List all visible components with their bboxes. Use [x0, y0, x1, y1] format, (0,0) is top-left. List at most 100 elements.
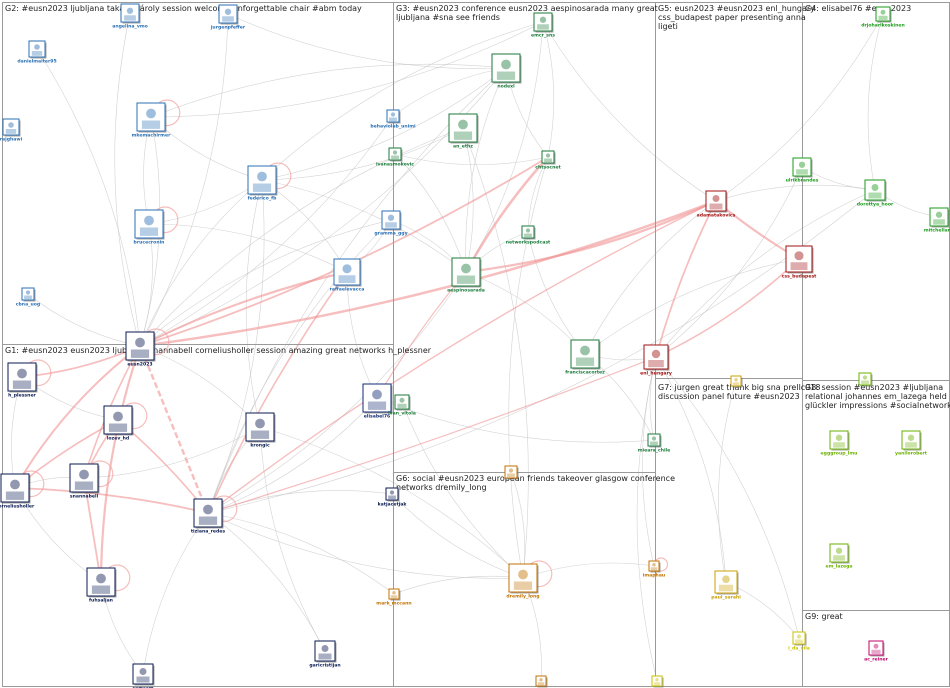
node-rajghawi[interactable]: rajghawi — [0, 119, 23, 143]
node-cemcam[interactable]: cemcam — [132, 664, 154, 688]
node-federico_fb[interactable]: federico_fb — [248, 166, 278, 202]
node-gramma_ggy[interactable]: gramma_ggy — [374, 211, 407, 237]
edge-dremily_long-imaphau — [523, 563, 654, 578]
node-label: mitchellana — [924, 228, 950, 234]
node-cbna_uog[interactable]: cbna_uog — [16, 288, 40, 308]
node-i_da_vila[interactable]: i_da_vila — [788, 632, 810, 652]
node-raffaelevacca[interactable]: raffaelevacca — [330, 259, 365, 293]
edge-eusn2023-krongic — [140, 346, 260, 427]
edge-chtsocnet-aespinosarada — [466, 157, 548, 272]
node-label: lozev_hd — [107, 436, 129, 442]
node-label: krongic — [250, 443, 270, 449]
node-dorottya_hoor[interactable]: dorottya_hoor — [857, 180, 894, 208]
node-behaviolab_unimi[interactable]: behaviolab_unimi — [370, 110, 416, 130]
edge-krongic-garicristijan — [260, 427, 325, 651]
node-label: rajghawi — [0, 137, 23, 143]
node-an_ethz[interactable]: an_ethz — [449, 114, 479, 150]
edge-eusn2023-behaviolab_unimi — [140, 116, 393, 346]
node-label: katjacetjak — [378, 502, 408, 508]
edge-chtsocnet-emcr_sns — [543, 22, 554, 157]
edge-dorottya_hoor-adamatakovics — [716, 185, 875, 201]
node-networkspodcast[interactable]: networkspodcast — [506, 226, 551, 246]
node-emcr_sns[interactable]: emcr_sns — [531, 13, 555, 39]
node-label: ivan_vitola — [388, 411, 416, 417]
node-label: mieara_chile — [638, 448, 671, 454]
node-krongic[interactable]: krongic — [246, 413, 276, 449]
node-em_lazega[interactable]: em_lazega — [825, 544, 852, 570]
node-garicristijan[interactable]: garicristijan — [309, 641, 340, 669]
node-corneliusholler[interactable]: corneliusholler — [0, 474, 35, 510]
node-label: franciscacortez — [565, 370, 605, 376]
nodes-layer: angelina_vmojurgenpfefferdanielmaiter95r… — [0, 4, 950, 688]
edge-eusn2023-fuhsaljan — [101, 346, 140, 582]
node-enl_hungary[interactable]: enl_hungary — [640, 345, 672, 377]
node-label: i_da_vila — [788, 646, 810, 652]
edge-tiziana_redes-garicristijan — [208, 513, 325, 651]
edge-eusn2023-danielmaiter95 — [37, 49, 140, 346]
node-adamatakovics[interactable]: adamatakovics — [697, 191, 736, 219]
edge-aespinosarada-federico_fb — [262, 180, 466, 272]
node-paul_sarahi[interactable]: paul_sarahi — [711, 571, 741, 601]
node-mkemachirmer[interactable]: mkemachirmer — [132, 103, 171, 139]
node-label: corneliusholler — [0, 504, 35, 510]
node-mieara_chile[interactable]: mieara_chile — [638, 434, 671, 454]
edge-dremily_long-mark_mccann — [394, 576, 523, 594]
edge-tiziana_redes-eusn2023 — [140, 346, 208, 513]
node-label: dremily_long — [506, 594, 539, 600]
group-label-g8: G8: session #eusn2023 #ljubljanarelation… — [805, 383, 950, 410]
node-label: an_ethz — [453, 144, 473, 150]
node-label: brucecronin — [134, 240, 165, 246]
edge-css_budapest-enl_hungary — [656, 259, 799, 357]
node-chtsocnet[interactable]: chtsocnet — [535, 151, 561, 171]
node-egggroup_lmu[interactable]: egggroup_lmu — [821, 431, 858, 457]
node-label: css_budapest — [782, 274, 818, 280]
edge-tiziana_redes-elisabel76 — [208, 398, 377, 513]
node-nodexl[interactable]: nodexl — [492, 54, 522, 90]
node-label: imaphau — [643, 573, 665, 579]
edge-eusn2023-federico_fb — [140, 180, 262, 346]
node-label: em_lazega — [825, 564, 852, 570]
node-imaphau[interactable]: imaphau — [643, 561, 665, 579]
group-box-g5 — [656, 3, 803, 379]
node-label: gramma_ggy — [374, 231, 407, 237]
node-ulrikbrandes[interactable]: ulrikbrandes — [786, 158, 819, 184]
red-edges-layer — [15, 157, 799, 582]
edge-enl_hungary-imaphau — [642, 357, 656, 566]
node-lozev_hd[interactable]: lozev_hd — [104, 406, 134, 442]
node-franciscacortez[interactable]: franciscacortez — [565, 340, 605, 376]
node-css_budapest[interactable]: css_budapest — [782, 246, 818, 280]
node-brucecronin[interactable]: brucecronin — [134, 210, 165, 246]
node-snannabell[interactable]: snannabell — [70, 464, 100, 500]
node-label: mkemachirmer — [132, 133, 171, 139]
node-ivanasmokovic[interactable]: ivanasmokovic — [376, 148, 414, 168]
edge-eusn2023-cbna_uog — [28, 294, 140, 346]
group-label-g2: G2: #eusn2023 ljubljana takács károly se… — [5, 4, 362, 13]
edge-eusn2023-angelina_vmo — [115, 13, 140, 346]
node-label: raffaelevacca — [330, 287, 365, 293]
node-mark_mccann[interactable]: mark_mccann — [376, 589, 411, 607]
group-label-g5: G5: eusn2023 #eusn2023 enl_hungarycss_bu… — [658, 4, 815, 31]
edge-nodexl-mkemachirmer — [151, 64, 506, 117]
node-eusn2023[interactable]: eusn2023 — [126, 332, 156, 368]
node-label: h_plessner — [8, 393, 36, 399]
node-aespinosarada[interactable]: aespinosarada — [447, 258, 485, 294]
node-dremily_long[interactable]: dremily_long — [506, 564, 539, 600]
group-box-g7 — [656, 379, 803, 687]
node-fuhsaljan[interactable]: fuhsaljan — [87, 568, 117, 604]
edge-an_ethz-federico_fb — [262, 128, 463, 180]
node-h_plessner[interactable]: h_plessner — [8, 363, 38, 399]
node-glasgow_node[interactable] — [505, 466, 519, 480]
node-yanilorobert[interactable]: yanilorobert — [895, 431, 928, 457]
node-danielmaiter95[interactable]: danielmaiter95 — [17, 41, 56, 65]
node-prellc918[interactable] — [731, 376, 743, 388]
node-label: eusn2023 — [127, 362, 152, 368]
edge-adamatakovics-emcr_sns — [543, 22, 716, 201]
node-label: fuhsaljan — [89, 598, 113, 604]
edge-aespinosarada-franciscacortez — [466, 272, 585, 354]
node-tiziana_redes[interactable]: tiziana_redes — [191, 499, 226, 535]
group-box-g2 — [3, 3, 394, 345]
node-ac_reiner[interactable]: ac_reiner — [864, 641, 888, 663]
node-g8_node[interactable] — [859, 373, 873, 387]
